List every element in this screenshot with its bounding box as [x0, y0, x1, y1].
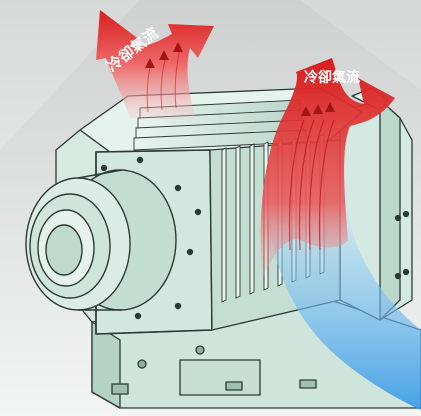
hot-airflow-left: [96, 10, 214, 120]
spindle-nose: [25, 169, 177, 311]
arrows-left: [145, 42, 183, 68]
airflow-streaks-left: [146, 47, 181, 113]
airflow-label-right: 冷卻氣流: [304, 69, 360, 86]
airflow-streaks-right: [288, 119, 335, 251]
hot-airflow-right: [260, 58, 395, 280]
arrows-right: [301, 102, 335, 116]
faceplate-bolts: [100, 156, 202, 320]
background-light-streak-right: [300, 0, 421, 90]
